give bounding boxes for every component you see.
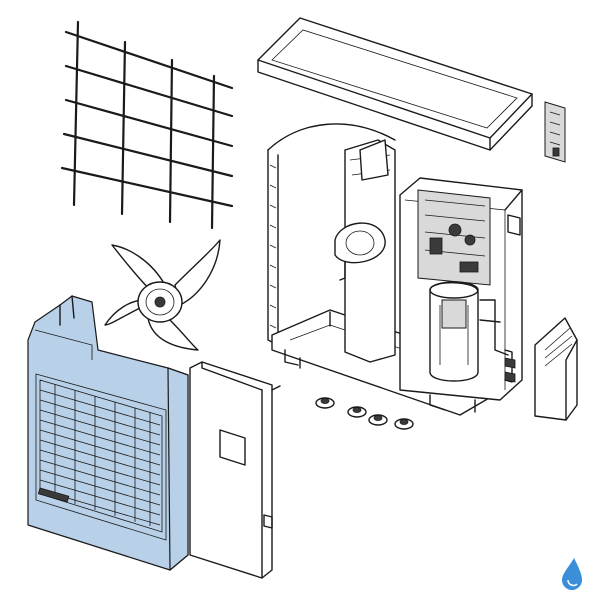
rubber-feet[interactable] (315, 397, 414, 430)
top-panel[interactable] (257, 17, 533, 151)
side-panel[interactable] (189, 361, 281, 579)
chassis-frame[interactable] (267, 123, 523, 416)
water-drop-logo-icon (562, 558, 582, 590)
small-bracket[interactable] (544, 101, 566, 163)
rear-grille[interactable] (60, 20, 234, 230)
fan-blade[interactable] (104, 239, 221, 351)
front-panel-highlighted[interactable] (27, 295, 189, 571)
valve-cover[interactable] (534, 317, 578, 421)
